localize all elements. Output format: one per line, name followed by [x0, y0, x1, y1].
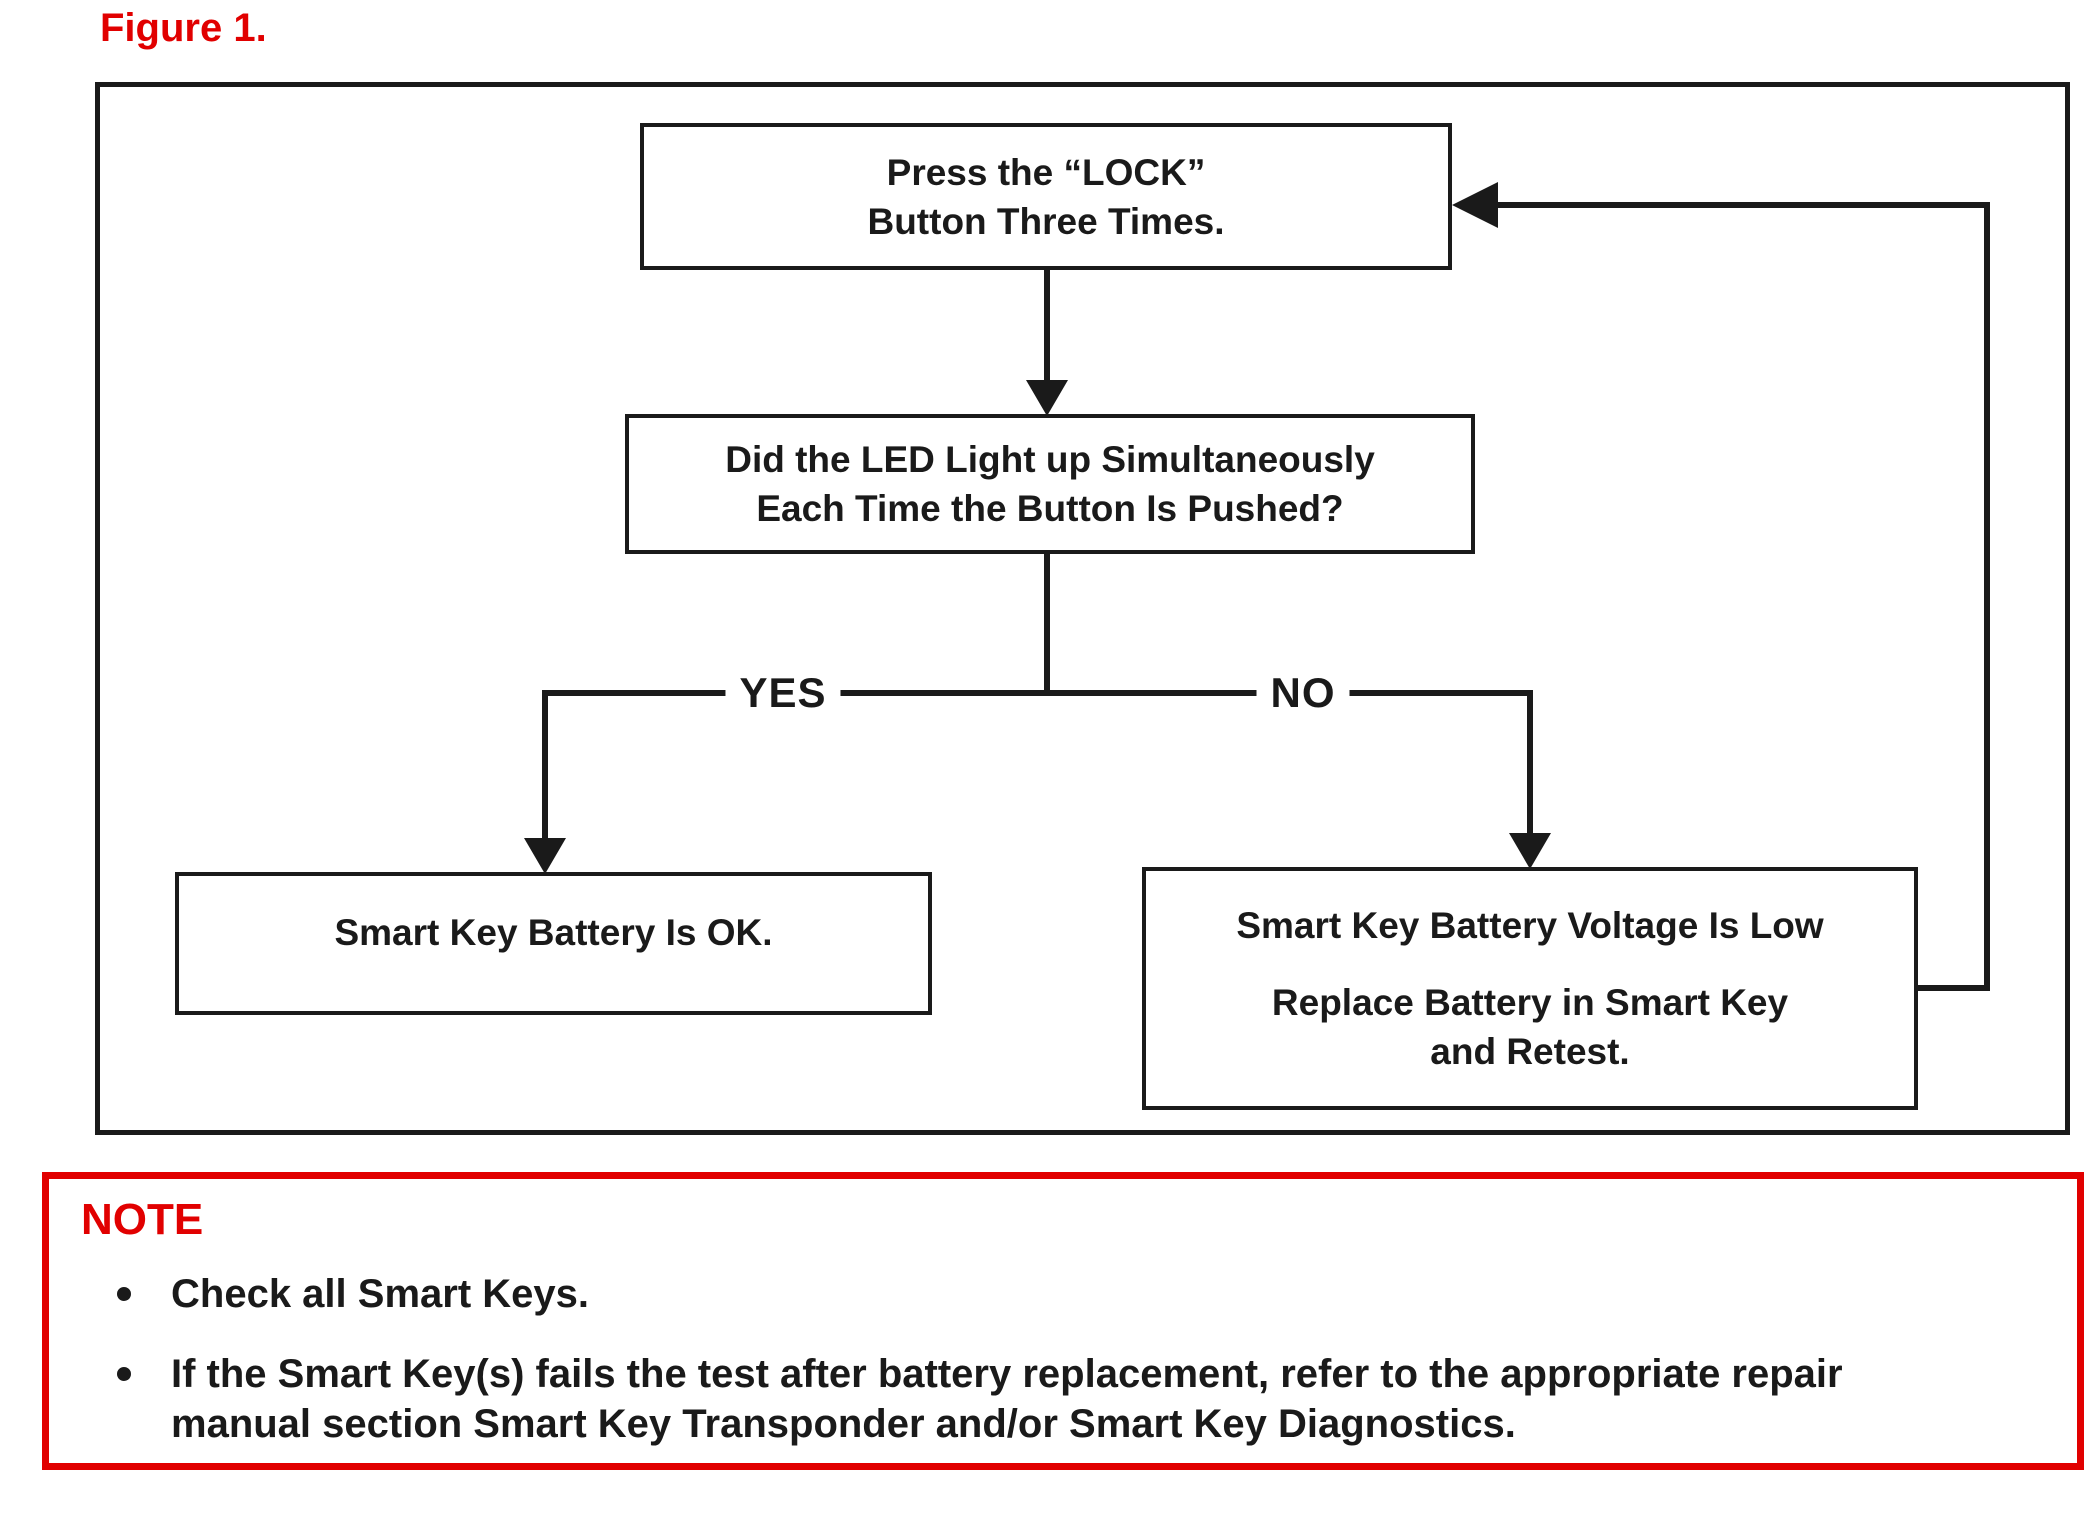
- bullet-dot-icon: [117, 1287, 131, 1301]
- note-bullet-2-text: If the Smart Key(s) fails the test after…: [171, 1349, 1843, 1449]
- connector-question-stem: [1044, 552, 1050, 693]
- arrowhead-into-question: [1026, 380, 1068, 416]
- node-question-line2: Each Time the Button Is Pushed?: [756, 488, 1344, 529]
- note-heading: NOTE: [81, 1195, 204, 1244]
- node-low-line1: Smart Key Battery Voltage Is Low: [1236, 905, 1824, 946]
- feedback-line-bottom: [1916, 985, 1990, 991]
- figure-label: Figure 1.: [100, 6, 267, 50]
- node-ok-line1: Smart Key Battery Is OK.: [334, 912, 773, 953]
- arrowhead-into-ok: [524, 838, 566, 874]
- node-press-line2: Button Three Times.: [867, 200, 1225, 242]
- note-bullet-1-text: Check all Smart Keys.: [171, 1272, 589, 1316]
- note-bullet-2-line2: manual section Smart Key Transponder and…: [171, 1402, 1516, 1446]
- node-battery-ok: Smart Key Battery Is OK.: [175, 872, 932, 1015]
- note-bullet-check-keys: Check all Smart Keys.: [117, 1269, 589, 1319]
- node-battery-low: Smart Key Battery Voltage Is Low Replace…: [1142, 867, 1918, 1110]
- node-low-line3: and Retest.: [1430, 1031, 1630, 1072]
- branch-label-no: NO: [1256, 667, 1350, 719]
- node-press-lock-button: Press the “LOCK” Button Three Times.: [640, 123, 1452, 270]
- node-question-line1: Did the LED Light up Simultaneously: [725, 439, 1375, 480]
- bullet-dot-icon: [117, 1367, 131, 1381]
- arrowhead-into-press: [1452, 182, 1498, 228]
- feedback-line-vertical: [1984, 202, 1990, 991]
- note-bullet-retest-advice: If the Smart Key(s) fails the test after…: [117, 1349, 1843, 1449]
- node-press-line1: Press the “LOCK”: [886, 151, 1206, 193]
- connector-press-to-question: [1044, 268, 1050, 382]
- feedback-line-top: [1494, 202, 1990, 208]
- connector-no-drop: [1527, 690, 1533, 835]
- node-low-line2: Replace Battery in Smart Key: [1271, 982, 1789, 1023]
- connector-branch-line: [545, 690, 1533, 696]
- note-box: NOTE Check all Smart Keys. If the Smart …: [42, 1172, 2084, 1470]
- branch-label-yes: YES: [725, 667, 841, 719]
- arrowhead-into-low: [1509, 833, 1551, 869]
- connector-yes-drop: [542, 690, 548, 840]
- note-bullet-2-line1: If the Smart Key(s) fails the test after…: [171, 1352, 1843, 1396]
- node-led-question: Did the LED Light up Simultaneously Each…: [625, 414, 1475, 554]
